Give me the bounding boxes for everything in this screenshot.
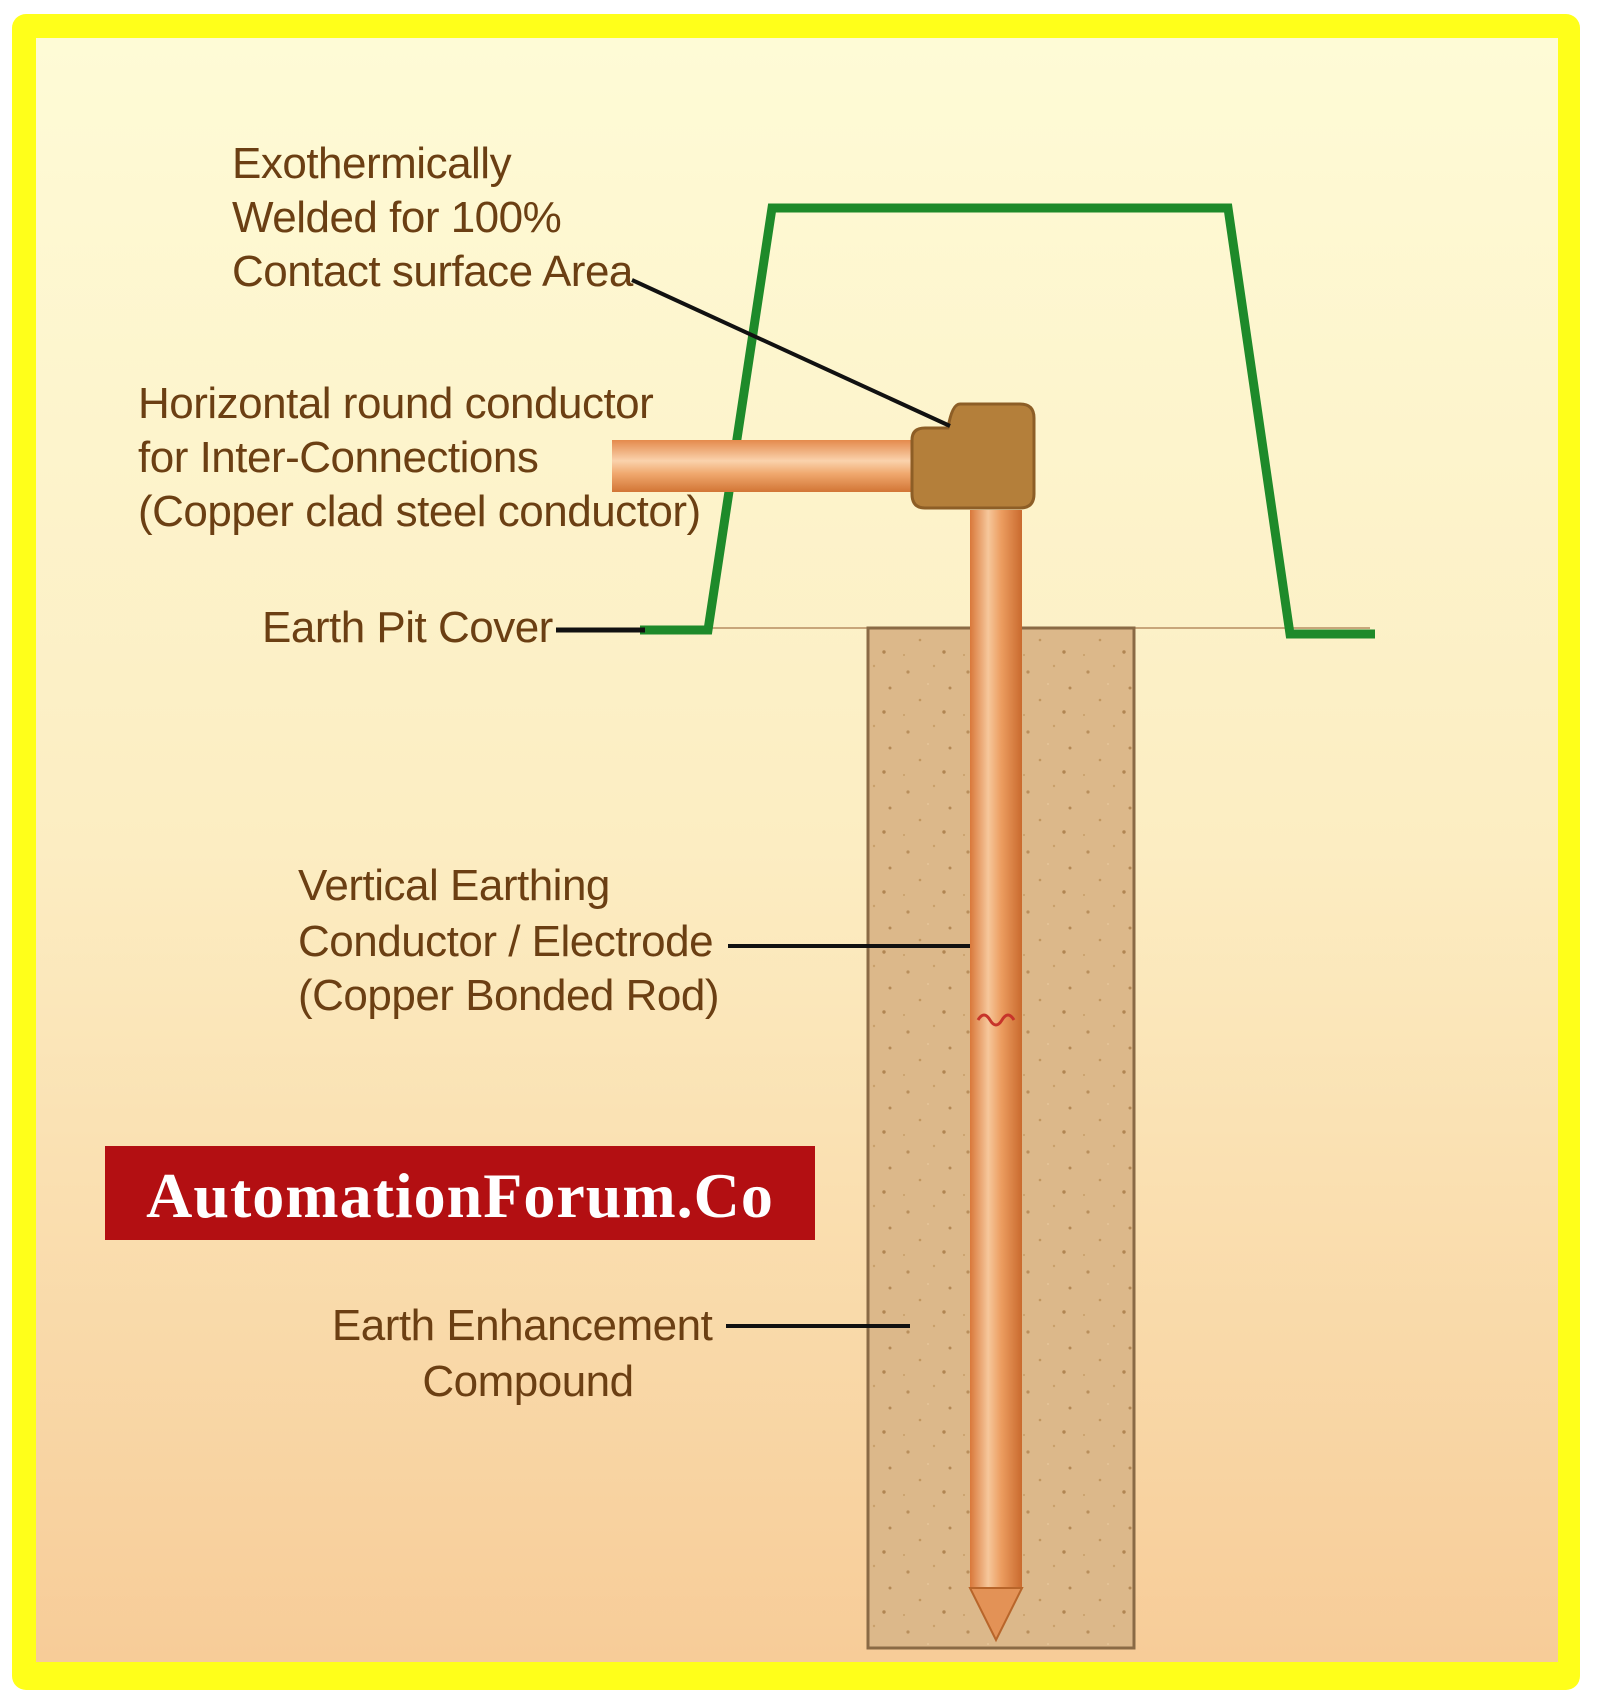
- compound-label-line-2: Compound: [422, 1357, 633, 1406]
- vertical-electrode-label: Vertical Earthing Conductor / Electrode …: [298, 861, 725, 1020]
- compound-label: Earth Enhancement Compound: [332, 1301, 724, 1406]
- watermark-banner: [105, 1146, 815, 1240]
- watermark-text: AutomationForum.Co: [146, 1160, 774, 1231]
- weld-leader-line: [631, 278, 951, 428]
- horizontal-conductor-label-line-3: (Copper clad steel conductor): [138, 487, 701, 536]
- pit-cover-label: Earth Pit Cover: [262, 603, 553, 652]
- electrode-coupler-mark: [976, 1013, 1016, 1027]
- compound-label-line-1: Earth Enhancement: [332, 1301, 713, 1350]
- weld-label: Exothermically Welded for 100% Contact s…: [232, 139, 634, 296]
- vertical-electrode-label-line-1: Vertical Earthing: [298, 861, 610, 910]
- horizontal-conductor-label-line-2: for Inter-Connections: [138, 433, 538, 482]
- vertical-electrode-label-line-2: Conductor / Electrode: [298, 917, 713, 966]
- horizontal-conductor-label: Horizontal round conductor for Inter-Con…: [138, 379, 701, 536]
- horizontal-conductor-label-line-1: Horizontal round conductor: [138, 379, 653, 428]
- earth-pit-cover: [640, 203, 1375, 639]
- weld-label-line-3: Contact surface Area: [232, 247, 634, 296]
- vertical-electrode-label-line-3: (Copper Bonded Rod): [298, 971, 719, 1020]
- exothermic-weld-joint: [910, 402, 1036, 510]
- horizontal-conductor: [612, 440, 916, 492]
- weld-label-line-2: Welded for 100%: [232, 193, 561, 242]
- electrode-tip: [968, 1587, 1024, 1643]
- vertical-electrode-rod: [970, 510, 1022, 1590]
- weld-label-line-1: Exothermically: [232, 139, 512, 188]
- diagram-background: [36, 38, 1558, 1662]
